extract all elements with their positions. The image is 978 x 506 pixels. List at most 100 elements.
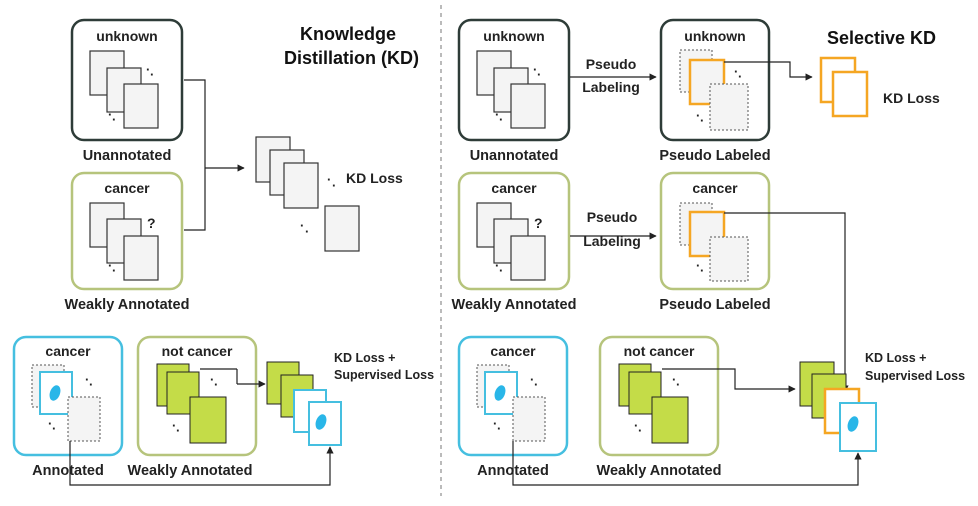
question-mark: ? [534, 215, 543, 231]
right-cancer-header: cancer [491, 180, 537, 196]
right-notcancer-caption: Weakly Annotated [597, 463, 722, 479]
ellipsis-dots: · [332, 178, 336, 193]
notcancer-feed-connector [662, 368, 796, 393]
left-cancer-caption: Weakly Annotated [65, 297, 190, 313]
right-pseudo-unknown-header: unknown [684, 28, 745, 44]
pseudo-labeled-card [688, 210, 726, 258]
left-cancer-box: cancer ? · · [70, 171, 184, 291]
right-annotated-header: cancer [490, 343, 536, 359]
right-pseudo-unknown-box: unknown · · · · [659, 18, 771, 142]
lesion-marker [315, 414, 327, 430]
left-unknown-box: unknown · · · · [70, 18, 184, 142]
ellipsis-dots: · [48, 416, 52, 431]
right-annotated-box: cancer · · · · [457, 335, 569, 457]
ellipsis-dots: · [738, 69, 742, 84]
image-card [67, 396, 101, 442]
ellipsis-dots: · [676, 377, 680, 392]
ellipsis-dots: · [300, 218, 304, 233]
ellipsis-dots: · [112, 263, 116, 278]
image-card [709, 83, 749, 131]
image-card [709, 236, 749, 282]
ellipsis-dots: · [495, 107, 499, 122]
ellipsis-dots: · [214, 377, 218, 392]
ellipsis-dots: · [176, 423, 180, 438]
ellipsis-dots: · [150, 67, 154, 82]
left-title-line1: Knowledge [300, 24, 396, 44]
left-annotated-box: cancer · · · · [12, 335, 124, 457]
right-kd-loss-label: KD Loss [883, 90, 940, 106]
left-unknown-header: unknown [96, 28, 157, 44]
merge-connector [184, 79, 206, 231]
ellipsis-dots: · [108, 258, 112, 273]
right-title: Selective KD [827, 28, 936, 48]
left-notcancer-header: not cancer [162, 343, 233, 359]
ellipsis-dots: · [534, 377, 538, 392]
ellipsis-dots: · [495, 258, 499, 273]
ellipsis-dots: · [672, 372, 676, 387]
ellipsis-dots: · [108, 107, 112, 122]
right-cancer-caption: Weakly Annotated [452, 297, 577, 313]
left-annotated-header: cancer [45, 343, 91, 359]
ellipsis-dots: · [634, 418, 638, 433]
lesion-marker [494, 385, 506, 401]
left-bottom-loss-line1: KD Loss + [334, 351, 395, 365]
left-title-line2: Distillation (KD) [284, 48, 419, 68]
ellipsis-dots: · [497, 421, 501, 436]
right-pseudo-cancer-header: cancer [692, 180, 738, 196]
right-unknown-box: unknown · · · · [457, 18, 571, 142]
image-card [510, 235, 546, 281]
green-card [189, 396, 227, 444]
ellipsis-dots: · [85, 372, 89, 387]
ellipsis-dots: · [499, 263, 503, 278]
right-bottom-loss-line1: KD Loss + [865, 351, 926, 365]
ellipsis-dots: · [52, 421, 56, 436]
annotated-card [839, 402, 877, 452]
right-cancer-box: cancer ? · · [457, 171, 571, 291]
image-card [283, 162, 319, 209]
left-notcancer-box: not cancer · · · · [136, 335, 258, 457]
ellipsis-dots: · [700, 263, 704, 278]
right-output-stack [799, 361, 877, 452]
left-notcancer-caption: Weakly Annotated [128, 463, 253, 479]
pseudo-labeling-1-line1: Pseudo [586, 56, 637, 72]
image-card [512, 396, 546, 442]
ellipsis-dots: · [493, 416, 497, 431]
pseudo-cancer-feed-connector [724, 212, 849, 393]
ellipsis-dots: · [638, 423, 642, 438]
ellipsis-dots: · [172, 418, 176, 433]
left-cancer-header: cancer [104, 180, 150, 196]
left-kd-loss-label: KD Loss [346, 170, 403, 186]
ellipsis-dots: · [146, 62, 150, 77]
ellipsis-dots: · [210, 372, 214, 387]
ellipsis-dots: · [696, 258, 700, 273]
right-notcancer-box: not cancer · · · · [598, 335, 720, 457]
right-notcancer-header: not cancer [624, 343, 695, 359]
image-card [123, 83, 159, 129]
question-mark: ? [147, 215, 156, 231]
ellipsis-dots: · [499, 112, 503, 127]
pseudo-labeled-card [831, 70, 869, 118]
right-pseudo-unknown-caption: Pseudo Labeled [659, 148, 770, 164]
right-pseudo-cancer-caption: Pseudo Labeled [659, 297, 770, 313]
left-bottom-loss-line2: Supervised Loss [334, 368, 434, 382]
right-unknown-caption: Unannotated [470, 148, 559, 164]
annotated-feed-connector [69, 441, 334, 486]
ellipsis-dots: · [533, 62, 537, 77]
right-kd-stack [819, 56, 869, 118]
pseudo-labeling-2-line1: Pseudo [587, 209, 638, 225]
left-output-stack [266, 361, 342, 446]
ellipsis-dots: · [537, 67, 541, 82]
ellipsis-dots: · [327, 172, 331, 187]
lesion-marker [49, 385, 61, 401]
ellipsis-dots: · [530, 372, 534, 387]
ellipsis-dots: · [89, 377, 93, 392]
annotated-card [484, 371, 518, 415]
image-card [123, 235, 159, 281]
green-card [651, 396, 689, 444]
ellipsis-dots: · [734, 64, 738, 79]
kd-loss-arrow [724, 61, 813, 81]
ellipsis-dots: · [700, 113, 704, 128]
pseudo-labeling-1-line2: Labeling [582, 79, 640, 95]
right-pseudo-cancer-box: cancer · · [659, 171, 771, 291]
